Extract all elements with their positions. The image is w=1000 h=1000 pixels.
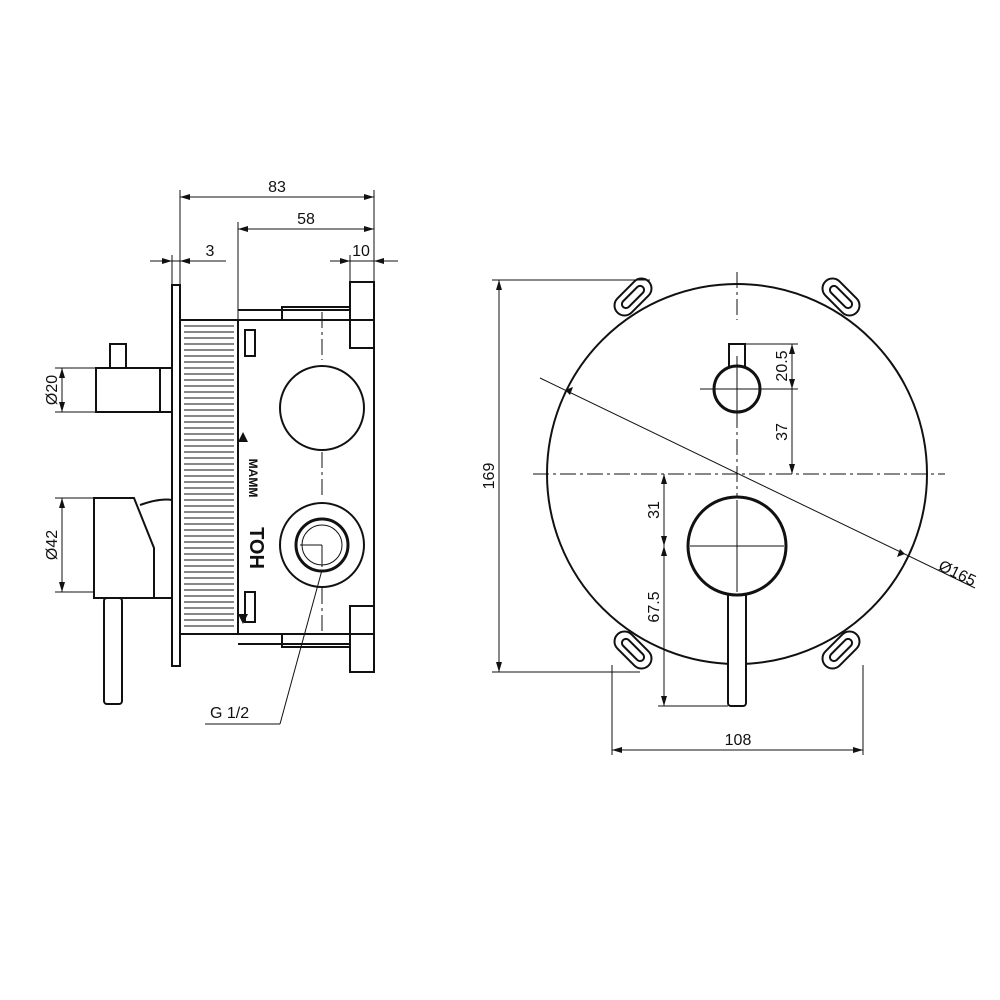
lever-side [103, 597, 123, 705]
thread-callout: G 1/2 [205, 569, 323, 725]
svg-text:169: 169 [481, 463, 498, 490]
upper-knob [700, 343, 774, 414]
svg-text:Ø165: Ø165 [936, 558, 979, 590]
wall-plate [171, 284, 181, 667]
diverter-port [279, 365, 365, 451]
arrow-up-marker [238, 432, 248, 442]
dim-lower-knob-offset: 31 [646, 474, 667, 546]
threaded-sleeve [179, 319, 239, 635]
body-brand: MAMM [246, 459, 260, 498]
dim-lever-length: 67.5 [646, 546, 728, 707]
dim-plate-thickness: 3 [150, 243, 226, 285]
large-handle [93, 497, 173, 705]
svg-text:31: 31 [646, 501, 663, 519]
flange-bottom [349, 605, 375, 673]
svg-text:3: 3 [206, 243, 215, 260]
front-view: Ø165 169 108 20.5 [481, 272, 978, 755]
svg-text:67.5: 67.5 [646, 591, 663, 622]
lower-knob [686, 495, 788, 707]
arrow-down-marker [238, 614, 248, 624]
valve-body: MAMM TOH [237, 281, 375, 673]
body-marking: TOH [245, 527, 267, 569]
dim-flange-offset: 10 [330, 243, 398, 282]
svg-text:Ø20: Ø20 [44, 375, 61, 405]
dim-body-depth: 58 [237, 211, 375, 320]
svg-text:G 1/2: G 1/2 [210, 705, 249, 722]
side-view: MAMM TOH 83 [44, 179, 398, 725]
svg-text:20.5: 20.5 [774, 350, 791, 381]
slot-bottom [244, 591, 256, 623]
dim-small-handle-diameter: Ø20 [44, 367, 96, 413]
lever-front [727, 579, 747, 707]
svg-text:83: 83 [268, 179, 286, 196]
dim-mounting-width: 108 [611, 665, 864, 755]
svg-text:58: 58 [297, 211, 315, 228]
svg-text:Ø42: Ø42 [44, 530, 61, 560]
dim-overall-depth: 83 [179, 179, 375, 285]
slot-top [244, 329, 256, 357]
svg-text:37: 37 [774, 423, 791, 441]
dim-upper-knob-offset: 37 [774, 389, 795, 474]
svg-text:10: 10 [352, 243, 370, 260]
svg-text:108: 108 [725, 732, 752, 749]
dim-large-handle-diameter: Ø42 [44, 497, 94, 593]
flange-top [349, 281, 375, 349]
dim-upper-knob-size: 20.5 [745, 343, 798, 390]
dim-plate-height: 169 [481, 279, 650, 673]
small-handle [95, 343, 173, 413]
inlet-port-outer [279, 502, 365, 588]
